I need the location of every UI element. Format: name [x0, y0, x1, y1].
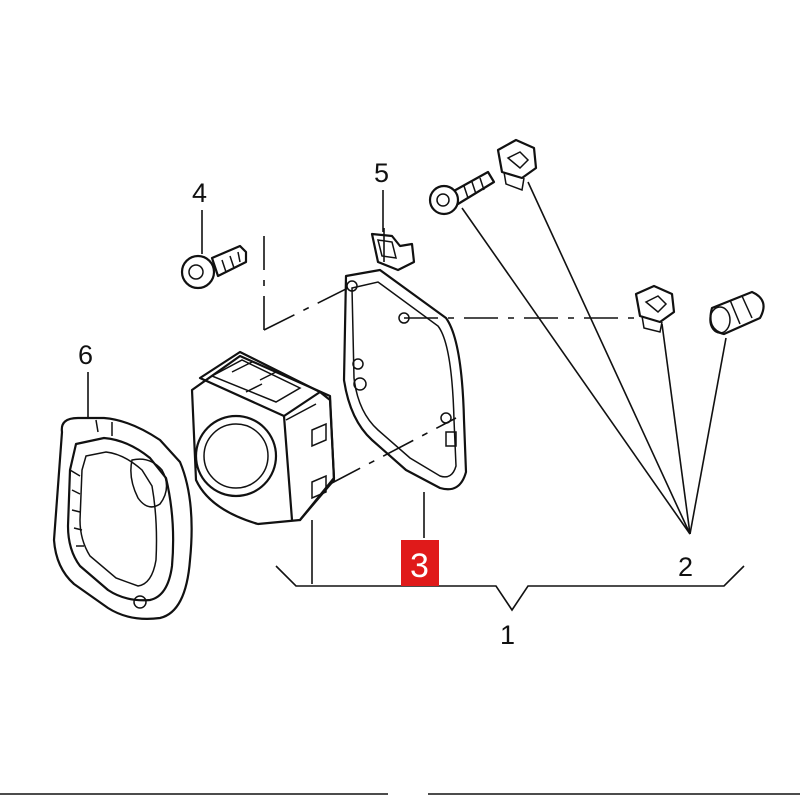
assembly-axes — [263, 226, 640, 485]
callout-4: 4 — [192, 178, 207, 208]
callout-6: 6 — [78, 340, 93, 370]
callout-3-highlight — [401, 540, 439, 586]
leader-lines — [87, 181, 745, 612]
part-2-nut-upper — [496, 138, 538, 192]
part-1-mounting-bracket — [342, 268, 468, 491]
callout-1: 1 — [500, 620, 515, 650]
part-5-clip-nut — [370, 232, 416, 272]
callout-5: 5 — [374, 158, 389, 188]
part-2-bolt — [428, 170, 496, 216]
part-2-spreader-sleeve — [709, 290, 765, 336]
part-2-nut-middle — [634, 284, 676, 333]
callout-3: 3 — [410, 547, 429, 585]
callout-2: 2 — [678, 552, 693, 582]
callouts: 4 5 6 2 1 3 — [78, 158, 693, 650]
part-4-screw — [180, 244, 248, 290]
part-6-bezel-frame — [52, 416, 193, 620]
part-3-sensor-housing — [190, 350, 336, 526]
